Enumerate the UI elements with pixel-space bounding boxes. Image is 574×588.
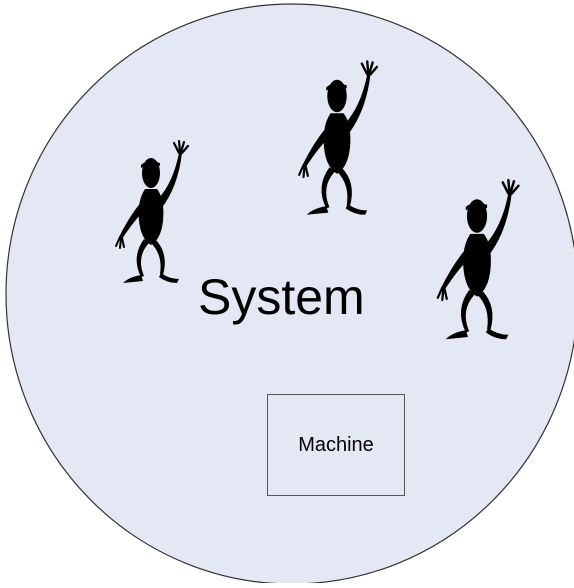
machine-label: Machine (298, 433, 374, 456)
system-label: System (198, 269, 365, 325)
machine-box: Machine (267, 394, 405, 496)
